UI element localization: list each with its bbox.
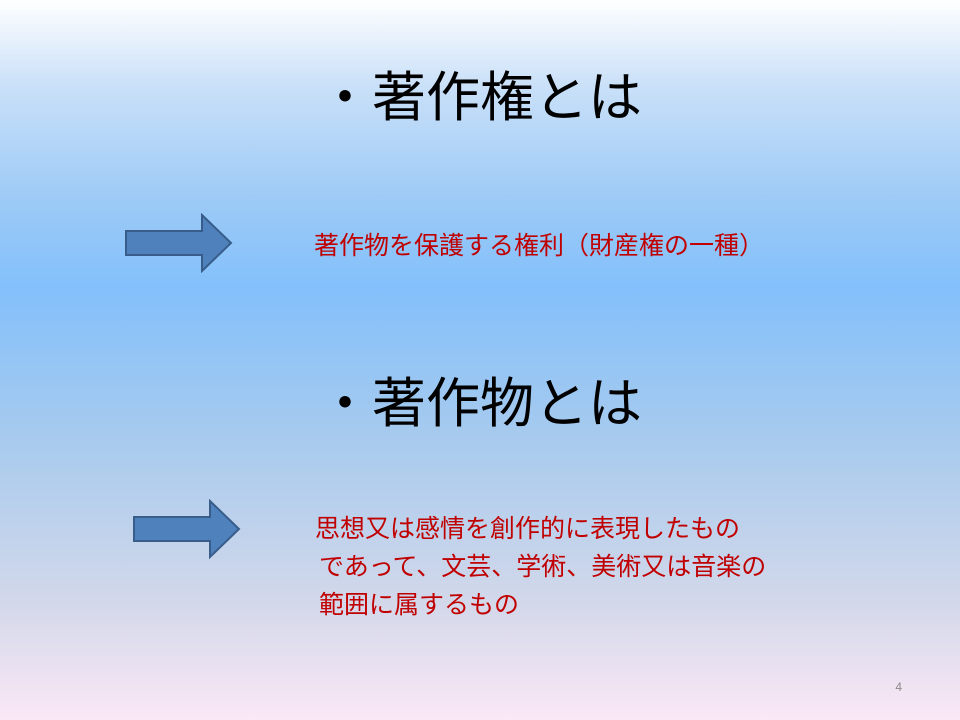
heading-copyrighted-work: ・著作物とは — [318, 372, 642, 435]
definition-line: であって、文芸、学術、美術又は音楽の — [319, 552, 767, 581]
definition-line: 思想又は感情を創作的に表現したもの — [315, 514, 741, 543]
copyrighted-work-definition: 思想又は感情を創作的に表現したもの であって、文芸、学術、美術又は音楽の 範囲に… — [315, 510, 766, 624]
page-number: 4 — [895, 680, 902, 694]
heading-copyright: ・著作権とは — [318, 66, 642, 129]
copyright-definition: 著作物を保護する権利（財産権の一種） — [314, 231, 765, 260]
definition-line: 範囲に属するもの — [319, 590, 520, 619]
right-arrow-icon — [133, 499, 241, 559]
right-arrow-icon — [125, 213, 233, 273]
